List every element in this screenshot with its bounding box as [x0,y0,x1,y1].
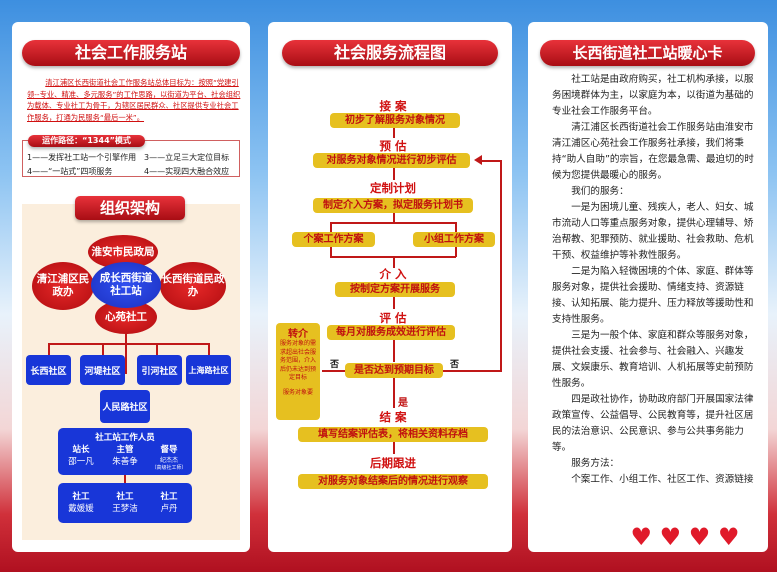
right-body: 社工站是由政府购买，社工机构承接，以服务困境群体为主，以家庭为本，以街道为基础的… [552,72,758,488]
org-line [124,475,126,483]
org-title: 组织架构 [75,196,185,220]
community-box: 人民路社区 [100,390,150,423]
flow-arrow [393,128,395,138]
paragraph: 个案工作、小组工作、社区工作、资源链接 [571,474,754,485]
org-line [48,343,208,345]
org-right: 长西街道民政办 [160,262,226,310]
worker-role: 社工 [160,492,178,502]
stage-label: 预 估 [379,139,407,153]
staff-role: 主管 [116,445,134,455]
path-item: 4——实现四大融合效应 [144,167,230,176]
decision-box: 是否达到预期目标 [345,363,443,378]
community-box: 引河社区 [137,355,182,385]
branch-left-box: 个案工作方案 [292,232,375,247]
staff-name: 邵一凡 [68,457,94,467]
left-title: 社会工作服务站 [22,40,240,66]
org-center: 成长西街道社工站 [91,262,161,308]
flow-arrow [393,168,395,180]
flow-arrow [393,297,395,309]
referral-text: 服务对象的需求超出社会服务范围，介入后仍未达到预定目标 [279,340,316,381]
flow-arrow [393,340,395,362]
loop-arrow-icon [474,155,482,165]
no-line-right [443,370,502,372]
path-item: 1——发挥社工站一个引擎作用 [27,153,137,162]
flow-box: 每月对服务成效进行评估 [327,325,455,340]
worker-role: 社工 [72,492,90,502]
workers-box: 社工戴媛媛 社工王梦洁 社工卢丹 [58,483,192,523]
path-title: 运作路径：“1344”模式 [28,135,145,147]
flow-line [455,247,457,257]
flow-box: 填写结案评估表，将相关资料存档 [298,427,488,442]
worker-role: 社工 [116,492,134,502]
flow-line [393,213,395,223]
org-line [125,334,127,374]
referral-text2: 服务对象要 [282,388,313,396]
loop-line [500,160,502,372]
path-item: 3——立足三大定位目标 [144,153,230,162]
community-box: 河堤社区 [80,355,125,385]
paragraph: 一是为困境儿童、残疾人，老人、妇女、城市流动人口等重点服务对象，提供心理辅导、矫… [552,202,754,261]
org-line [48,343,50,355]
stage-label: 评 估 [379,311,407,325]
flow-arrow [393,442,395,454]
flow-box: 制定介入方案，拟定服务计划书 [313,198,473,213]
stage-label: 接 案 [379,99,407,113]
path-item: 4——“一站式”四项服务 [27,167,113,176]
stage-label: 结 案 [379,410,407,424]
no-label-left: 否 [330,360,340,370]
flow-box: 初步了解服务对象情况 [330,113,460,128]
referral-box: 转介 服务对象的需求超出社会服务范围，介入后仍未达到预定目标 服务对象要 [276,323,320,420]
paragraph: 服务方法： [571,458,620,469]
flow-line [330,222,456,224]
paragraph: 三是为一般个体、家庭和群众等服务对象，提供社会支援、社会参与、社会融入、兴趣发展… [552,330,754,389]
community-box: 上海路社区 [186,355,231,385]
right-title: 长西街道社工站暖心卡 [540,40,755,66]
flow-line [330,222,332,232]
stage-label: 定制计划 [370,181,416,195]
loop-line [482,160,502,162]
flow-box: 对服务对象情况进行初步评估 [313,153,470,168]
paragraph: 四是政社协作，协助政府部门开展国家法律政策宣传、公益倡导、公民教育等，提升社区居… [552,394,754,453]
flow-line [330,247,332,257]
staff-title: 社工站工作人员 [95,433,155,443]
org-line [156,343,158,355]
stage-label: 后期跟进 [370,456,416,470]
yes-label: 是 [398,398,408,409]
staff-role: 督导 [160,445,178,455]
stage-label: 介 入 [379,267,407,281]
staff-box: 社工站工作人员 站长邵一凡 主管朱善争 督导纪杰杰（高级社工师） [58,428,192,475]
worker-name: 王梦洁 [112,504,138,514]
worker-name: 戴媛媛 [68,504,94,514]
flow-box: 按制定方案开展服务 [335,282,455,297]
staff-name: 朱善争 [112,457,138,467]
org-left: 清江浦区民政办 [32,262,94,310]
flow-arrow [393,256,395,268]
worker-name: 卢丹 [160,504,178,514]
no-line-left [322,370,345,372]
intro-text: 清江浦区长西街道社会工作服务站总体目标为：按照“党建引领--专业、精准、多元服务… [27,78,241,122]
right-panel [528,22,768,552]
community-box: 长西社区 [26,355,71,385]
paragraph: 社工站是由政府购买，社工机构承接，以服务困境群体为主，以家庭为本，以街道为基础的… [552,74,754,117]
flow-arrow [393,378,395,408]
org-line [208,343,210,355]
staff-name: 纪杰杰 [159,457,178,464]
staff-role: 站长 [72,445,90,455]
flow-line [455,222,457,232]
no-label-right: 否 [450,360,460,370]
hearts-hands-decoration-icon: ♥ ♥ ♥ ♥ [630,523,740,551]
paragraph: 二是为陷入轻微困境的个体、家庭、群体等服务对象，提供社会援助、情绪支持、资源链接… [552,266,754,325]
paragraph: 我们的服务： [571,186,629,197]
middle-title: 社会服务流程图 [282,40,498,66]
flow-box: 对服务对象结案后的情况进行观察 [298,474,488,489]
staff-note: （高级社工师） [151,465,187,471]
paragraph: 清江浦区长西街道社会工作服务站由淮安市清江浦区心苑社会工作服务社承接，我们将秉持… [552,122,754,181]
branch-right-box: 小组工作方案 [413,232,495,247]
org-line [102,343,104,355]
referral-title: 转介 [288,329,308,340]
